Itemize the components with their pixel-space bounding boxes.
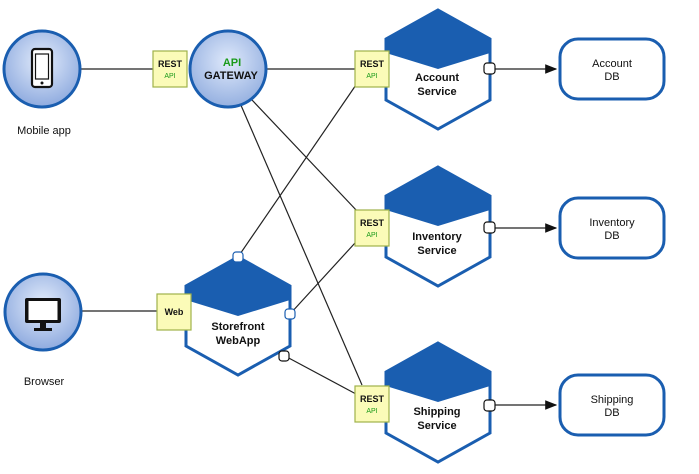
inventory-db-port — [483, 221, 496, 234]
api-gateway-subtitle: GATEWAY — [204, 70, 258, 82]
inventory-db-type: DB — [604, 230, 619, 242]
rest-label: REST — [360, 394, 385, 404]
inventory-db-name: Inventory — [589, 217, 635, 229]
rest-label: REST — [360, 59, 385, 69]
web-label: Web — [165, 307, 184, 317]
link-storefront-shipping — [284, 355, 357, 395]
inventory-service[interactable]: Inventory Service — [384, 165, 492, 288]
shipping-db-type: DB — [604, 407, 619, 419]
web-badge: Web — [156, 293, 192, 331]
api-gateway-circle — [188, 29, 268, 109]
api-gateway[interactable]: API GATEWAY — [188, 29, 268, 109]
mobile-phone-icon — [30, 47, 54, 89]
mobile-app-label: Mobile app — [17, 125, 71, 137]
shipping-db-port — [483, 399, 496, 412]
account-db-name: Account — [592, 58, 632, 70]
account-db-port — [483, 62, 496, 75]
inventory-db[interactable]: Inventory DB — [558, 196, 666, 260]
storefront-port-bottom — [278, 350, 290, 362]
db-shape — [558, 196, 666, 260]
account-db[interactable]: Account DB — [558, 37, 666, 101]
shipping-service[interactable]: Shipping Service — [384, 341, 492, 464]
inventory-rest-badge: REST API — [354, 209, 390, 247]
gateway-rest-badge: REST API — [152, 50, 188, 88]
shipping-db[interactable]: Shipping DB — [558, 373, 666, 437]
storefront-port-right — [284, 308, 296, 320]
service-hexagon-top — [386, 343, 490, 402]
rest-label: REST — [360, 218, 385, 228]
api-label: API — [366, 408, 377, 415]
db-shape — [558, 373, 666, 437]
monitor-icon — [25, 298, 61, 331]
link-gateway-shipping — [239, 102, 363, 386]
account-service-name: Account — [415, 72, 459, 84]
link-storefront-inventory — [289, 242, 356, 315]
storefront-type: WebApp — [216, 335, 261, 347]
storefront-port-top — [232, 251, 244, 263]
storefront-webapp[interactable]: Storefront WebApp — [184, 255, 292, 377]
inventory-service-name: Inventory — [412, 231, 462, 243]
api-label: API — [366, 232, 377, 239]
inventory-service-type: Service — [417, 245, 456, 257]
service-hexagon-top — [186, 257, 290, 316]
storefront-name: Storefront — [211, 321, 265, 333]
api-gateway-title: API — [223, 57, 241, 69]
rest-label: REST — [158, 59, 183, 69]
client-mobile[interactable]: Mobile app — [2, 29, 82, 137]
service-hexagon-top — [386, 167, 490, 226]
shipping-service-name: Shipping — [413, 406, 460, 418]
shipping-rest-badge: REST API — [354, 385, 390, 423]
account-db-type: DB — [604, 71, 619, 83]
service-hexagon-top — [386, 10, 490, 69]
account-service[interactable]: Account Service — [384, 8, 492, 131]
api-label: API — [164, 73, 175, 80]
browser-label: Browser — [24, 376, 65, 388]
api-label: API — [366, 73, 377, 80]
db-shape — [558, 37, 666, 101]
shipping-db-name: Shipping — [591, 394, 634, 406]
shipping-service-type: Service — [417, 420, 456, 432]
client-browser[interactable]: Browser — [3, 272, 83, 388]
link-storefront-account — [237, 81, 359, 258]
account-rest-badge: REST API — [354, 50, 390, 88]
connectors — [79, 64, 558, 410]
account-service-type: Service — [417, 86, 456, 98]
link-gateway-inventory — [251, 99, 359, 213]
